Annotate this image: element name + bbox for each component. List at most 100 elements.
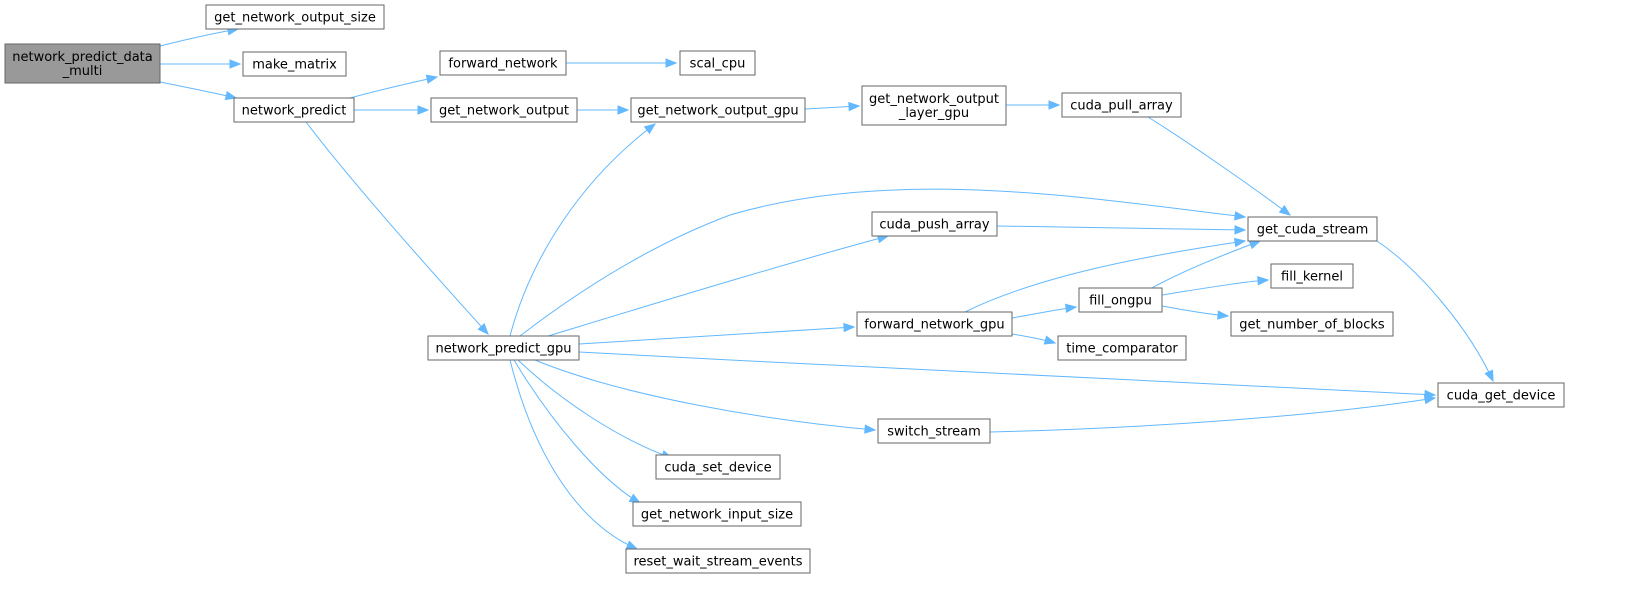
node-label: fill_kernel: [1281, 270, 1343, 285]
node-box[interactable]: [625, 548, 811, 574]
edge-line: [534, 359, 876, 431]
edge-switch_stream-to-cuda_get_device: [989, 394, 1437, 433]
node-fill-kernel[interactable]: fill_kernel: [1270, 263, 1354, 289]
edge-line: [1161, 279, 1269, 296]
node-time-comparator[interactable]: time_comparator: [1057, 335, 1187, 361]
node-reset-wait-stream-events[interactable]: reset_wait_stream_events: [625, 548, 811, 574]
arrowhead-icon: [1484, 369, 1494, 383]
edge-line: [996, 225, 1246, 231]
node-get-network-output-layer-gpu[interactable]: get_network_output_layer_gpu: [861, 85, 1007, 126]
edge-line: [509, 359, 638, 550]
edge-network_predict-to-get_network_output: [354, 105, 430, 115]
edge-line: [989, 397, 1436, 433]
node-box[interactable]: [856, 311, 1013, 337]
edge-network_predict_gpu-to-get_network_input_size: [513, 359, 642, 504]
edge-get_cuda_stream-to-cuda_get_device: [1376, 240, 1494, 383]
node-box[interactable]: [1270, 263, 1354, 289]
edge-network_predict_data_multi-to-network_predict: [159, 81, 238, 101]
node-label: get_network_output: [869, 92, 999, 107]
node-make-matrix[interactable]: make_matrix: [242, 51, 347, 77]
node-box[interactable]: [630, 97, 806, 123]
edge-line: [513, 359, 641, 504]
edge-cuda_push_array-to-get_cuda_stream: [996, 225, 1247, 235]
node-box[interactable]: [1437, 382, 1565, 408]
edge-line: [578, 351, 1436, 396]
edge-network_predict-to-forward_network: [349, 74, 439, 99]
node-label: get_network_output_gpu: [637, 104, 798, 119]
node-box[interactable]: [430, 97, 578, 123]
edge-network_predict_gpu-to-get_network_output_gpu: [509, 123, 657, 337]
node-cuda-pull-array[interactable]: cuda_pull_array: [1061, 92, 1182, 118]
node-label: forward_network_gpu: [864, 318, 1004, 333]
node-box[interactable]: [1247, 216, 1378, 242]
arrowhead-icon: [1278, 204, 1292, 216]
node-get-network-input-size[interactable]: get_network_input_size: [632, 501, 802, 527]
node-cuda-get-device[interactable]: cuda_get_device: [1437, 382, 1565, 408]
node-box[interactable]: [632, 501, 802, 527]
edge-line: [349, 76, 438, 99]
edge-network_predict_gpu-to-cuda_set_device: [517, 359, 674, 460]
node-network-predict-data-multi[interactable]: network_predict_data_multi: [4, 43, 161, 84]
nodes-layer: network_predict_data_multi get_network_ou…: [4, 4, 1565, 574]
node-box[interactable]: [1057, 335, 1187, 361]
node-label: _multi: [62, 64, 103, 79]
edge-network_predict_data_multi-to-make_matrix: [160, 59, 242, 69]
arrowhead-icon: [1217, 310, 1230, 320]
node-get-network-output-size[interactable]: get_network_output_size: [205, 4, 385, 30]
edge-fill_ongpu-to-get_number_of_blocks: [1161, 305, 1230, 320]
node-label: fill_ongpu: [1089, 294, 1152, 309]
edge-fill_ongpu-to-fill_kernel: [1161, 276, 1270, 296]
node-box[interactable]: [871, 211, 998, 237]
edge-line: [519, 188, 1246, 337]
node-box[interactable]: [1230, 311, 1394, 337]
node-label: time_comparator: [1066, 342, 1178, 357]
node-box[interactable]: [233, 97, 355, 123]
arrowhead-icon: [1234, 225, 1247, 235]
node-label: cuda_pull_array: [1070, 99, 1173, 114]
edge-fill_ongpu-to-get_cuda_stream: [1149, 240, 1262, 290]
node-cuda-push-array[interactable]: cuda_push_array: [871, 211, 998, 237]
edge-line: [159, 28, 239, 47]
edge-cuda_pull_array-to-get_cuda_stream: [1147, 116, 1292, 216]
node-get-network-output-gpu[interactable]: get_network_output_gpu: [630, 97, 806, 123]
node-box[interactable]: [242, 51, 347, 77]
edge-network_predict_gpu-to-reset_wait_stream_events: [509, 359, 639, 550]
edge-line: [159, 81, 237, 99]
node-forward-network[interactable]: forward_network: [439, 50, 567, 76]
node-label: reset_wait_stream_events: [633, 555, 802, 570]
edge-get_network_output_gpu-to-get_network_output_layer_gpu: [804, 101, 861, 112]
node-box[interactable]: [205, 4, 385, 30]
node-box[interactable]: [877, 418, 991, 444]
node-box[interactable]: [861, 85, 1007, 126]
node-box[interactable]: [427, 335, 580, 361]
node-fill-ongpu[interactable]: fill_ongpu: [1078, 287, 1163, 313]
node-get-cuda-stream[interactable]: get_cuda_stream: [1247, 216, 1378, 242]
edge-network_predict_data_multi-to-get_network_output_size: [159, 26, 240, 47]
node-label: cuda_push_array: [879, 218, 990, 233]
edge-network_predict_gpu-to-get_cuda_stream: [519, 188, 1247, 337]
node-label: get_number_of_blocks: [1239, 318, 1385, 333]
arrowhead-icon: [1064, 303, 1078, 314]
node-get-network-output[interactable]: get_network_output: [430, 97, 578, 123]
node-network-predict[interactable]: network_predict: [233, 97, 355, 123]
node-box[interactable]: [655, 454, 781, 480]
arrowhead-icon: [417, 105, 430, 115]
arrowhead-icon: [843, 322, 856, 333]
node-get-number-of-blocks[interactable]: get_number_of_blocks: [1230, 311, 1394, 337]
node-box[interactable]: [4, 43, 161, 84]
node-box[interactable]: [1078, 287, 1163, 313]
node-box[interactable]: [439, 50, 567, 76]
node-scal-cpu[interactable]: scal_cpu: [679, 50, 756, 76]
node-switch-stream[interactable]: switch_stream: [877, 418, 991, 444]
node-box[interactable]: [1061, 92, 1182, 118]
arrowhead-icon: [229, 59, 242, 69]
node-cuda-set-device[interactable]: cuda_set_device: [655, 454, 781, 480]
node-network-predict-gpu[interactable]: network_predict_gpu: [427, 335, 580, 361]
node-label: network_predict_data: [12, 50, 153, 65]
node-box[interactable]: [679, 50, 756, 76]
edge-network_predict_gpu-to-cuda_get_device: [578, 351, 1437, 400]
node-forward-network-gpu[interactable]: forward_network_gpu: [856, 311, 1013, 337]
arrowhead-icon: [1043, 335, 1057, 345]
arrowhead-icon: [864, 424, 877, 434]
node-label: get_network_output_size: [214, 11, 376, 26]
